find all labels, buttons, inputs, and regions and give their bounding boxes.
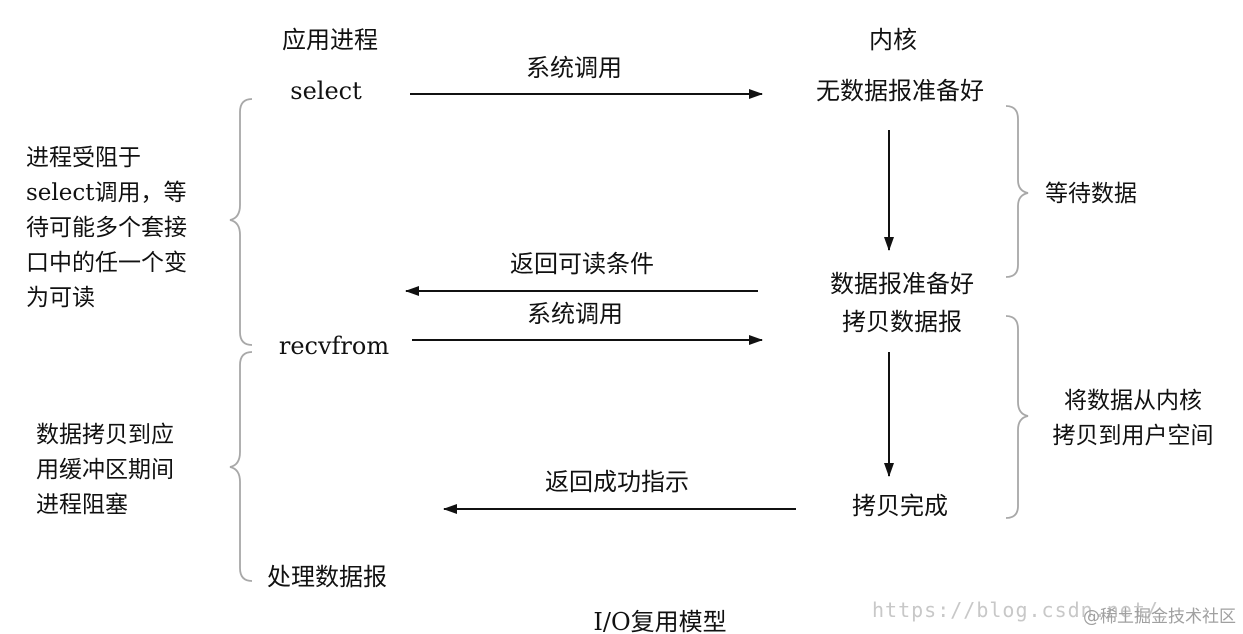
select-blocked-line-1: 进程受阻于	[26, 145, 141, 171]
return-success-label: 返回成功指示	[545, 468, 689, 496]
copy-blocked-line-3: 进程阻塞	[36, 492, 128, 518]
copy-datagram-label: 拷贝数据报	[842, 308, 962, 336]
select-blocked-line-5: 为可读	[26, 285, 95, 311]
app-process-header: 应用进程	[282, 26, 378, 54]
datagram-ready-label: 数据报准备好	[830, 270, 974, 298]
select-call-label: select	[290, 77, 362, 105]
diagram-caption: I/O复用模型	[593, 608, 726, 634]
syscall-label-2: 系统调用	[527, 300, 623, 328]
copy-blocked-line-2: 用缓冲区期间	[36, 457, 174, 483]
recvfrom-call-label: recvfrom	[279, 332, 389, 360]
process-datagram-label: 处理数据报	[267, 563, 387, 591]
copy-complete-label: 拷贝完成	[852, 492, 948, 520]
syscall-label-1: 系统调用	[526, 54, 622, 82]
copy-to-user-line-1: 将数据从内核	[1064, 388, 1202, 414]
copy-blocked-line-1: 数据拷贝到应	[36, 422, 174, 448]
kernel-header: 内核	[869, 26, 917, 54]
copy-blocked-brace	[229, 351, 253, 582]
wait-data-label: 等待数据	[1045, 181, 1137, 207]
select-blocked-brace	[229, 98, 253, 346]
wait-data-brace	[1005, 105, 1029, 278]
no-datagram-ready-label: 无数据报准备好	[816, 77, 984, 105]
watermark-url: https://blog.csdn.net/	[872, 598, 1159, 622]
copy-to-user-brace	[1005, 315, 1029, 519]
select-blocked-line-4: 口中的任一个变	[26, 250, 187, 276]
select-blocked-line-3: 待可能多个套接	[26, 215, 187, 241]
copy-to-user-line-2: 拷贝到用户空间	[1053, 423, 1214, 449]
select-blocked-line-2: select调用，等	[26, 180, 187, 206]
watermark-brand: @稀土掘金技术社区	[1083, 607, 1236, 627]
return-readable-label: 返回可读条件	[510, 250, 654, 278]
